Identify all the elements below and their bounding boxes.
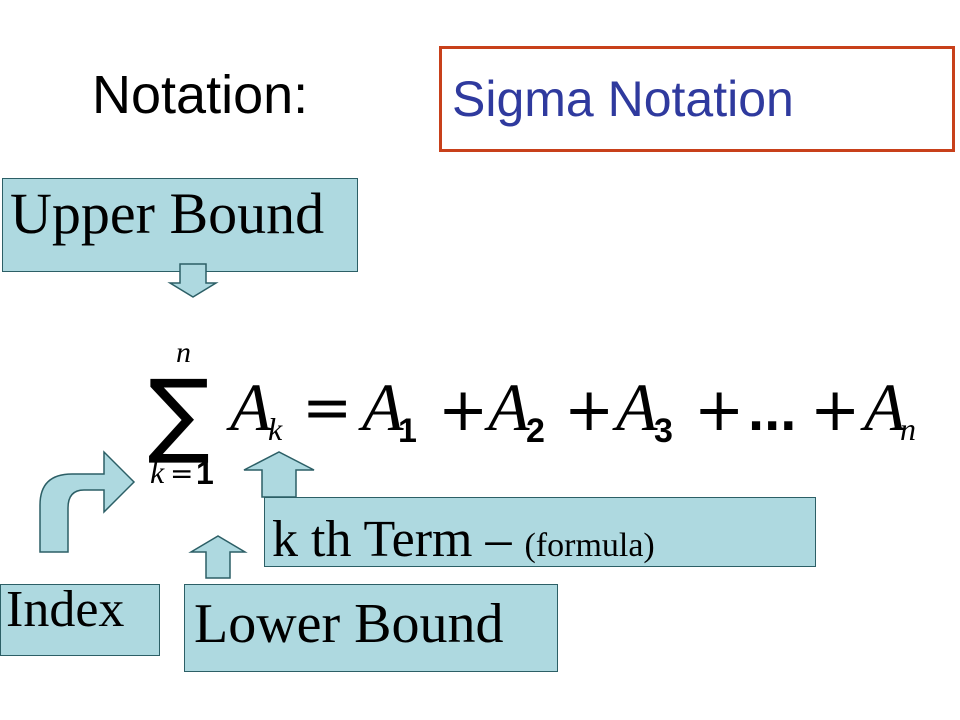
ellipsis: ... bbox=[748, 378, 796, 443]
upper-bound-down-arrow-icon bbox=[167, 263, 219, 298]
term-a1: A bbox=[358, 369, 404, 445]
lower-value-1: 1 bbox=[196, 455, 214, 491]
upper-limit-n: n bbox=[176, 336, 191, 369]
sigma-title: Sigma Notation bbox=[452, 71, 794, 127]
kth-term-callout bbox=[264, 497, 816, 567]
plus-4: + bbox=[810, 375, 860, 445]
slide-heading: Notation: bbox=[92, 65, 309, 125]
kth-term-label: k th Term – (formula) bbox=[272, 510, 655, 569]
term-letter-a: A bbox=[226, 369, 272, 445]
lower-bound-label: Lower Bound bbox=[194, 593, 504, 655]
kth-term-formula: (formula) bbox=[524, 527, 655, 564]
kth-term-up-arrow-icon bbox=[243, 451, 315, 498]
upper-bound-label: Upper Bound bbox=[10, 181, 325, 246]
term-a3-sub: 3 bbox=[654, 412, 673, 450]
lower-bound-up-arrow-icon bbox=[188, 535, 248, 579]
lower-var-k: k bbox=[150, 454, 165, 490]
plus-3: + bbox=[694, 375, 744, 445]
index-curved-arrow-icon bbox=[39, 450, 136, 553]
kth-term-main: k th Term – bbox=[272, 511, 525, 568]
term-a1-sub: 1 bbox=[398, 412, 417, 450]
term-a2: A bbox=[484, 369, 530, 445]
sigma-symbol: ∑ bbox=[148, 360, 210, 467]
index-callout bbox=[0, 584, 160, 656]
term-a2-sub: 2 bbox=[526, 412, 545, 450]
term-subscript-k: k bbox=[268, 411, 283, 447]
plus-2: + bbox=[564, 375, 614, 445]
term-an: A bbox=[860, 369, 906, 445]
lower-bound-callout bbox=[184, 584, 558, 672]
sigma-title-box bbox=[439, 46, 955, 152]
plus-1: + bbox=[438, 375, 488, 445]
term-an-sub: n bbox=[900, 411, 916, 447]
index-label: Index bbox=[6, 581, 125, 638]
lower-eq-sign: = bbox=[170, 457, 193, 490]
equals-sign: = bbox=[302, 373, 352, 443]
term-a3: A bbox=[612, 369, 658, 445]
